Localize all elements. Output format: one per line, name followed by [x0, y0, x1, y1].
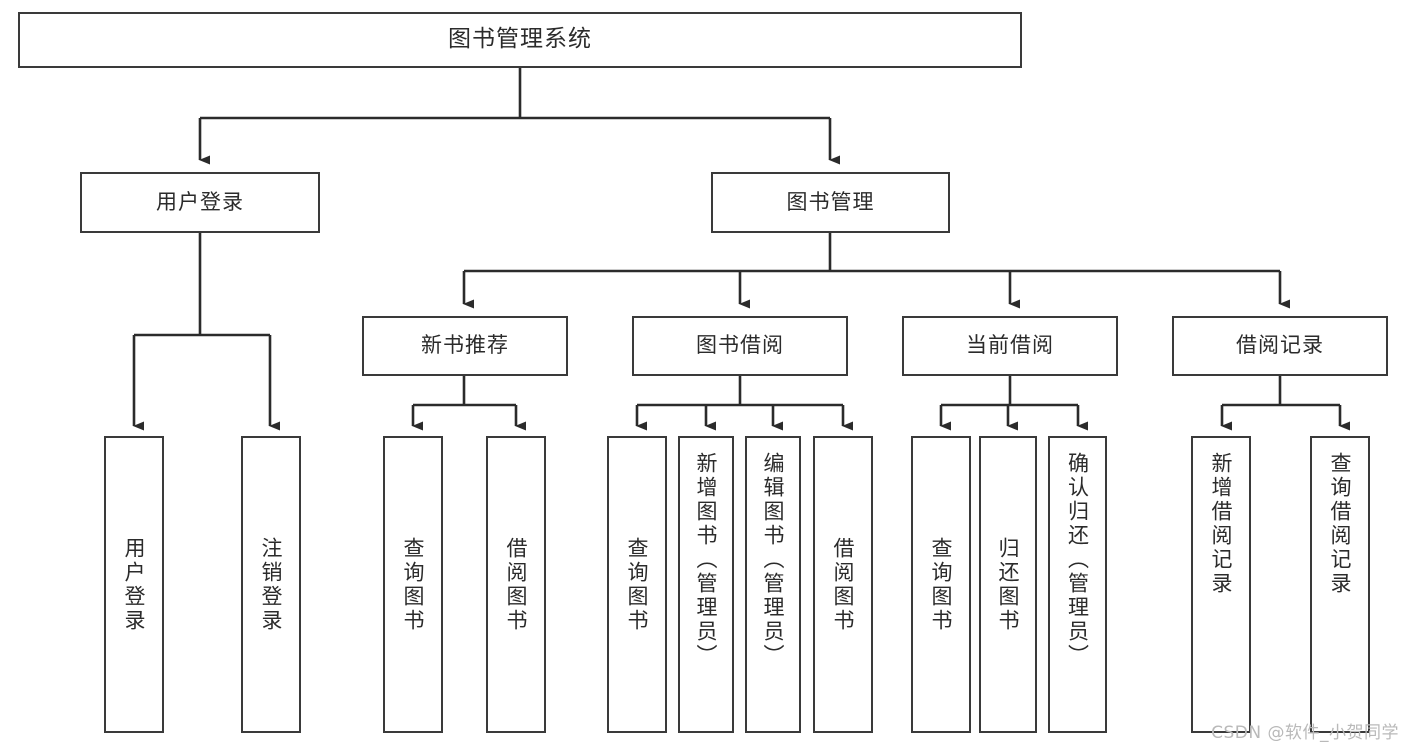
node-leaf-user-logout[interactable]: 注销登录 [241, 436, 301, 733]
node-label: 查询图书 [929, 536, 954, 633]
node-label: 图书借阅 [696, 333, 784, 358]
node-root-book-management-system[interactable]: 图书管理系统 [18, 12, 1022, 68]
node-label: 借阅图书 [831, 536, 856, 633]
node-label: 用户登录 [156, 189, 244, 214]
node-leaf-add-borrow-record[interactable]: 新增借阅记录 [1191, 436, 1251, 733]
node-label: 确认归还（管理员） [1065, 452, 1090, 668]
node-label: 新增图书（管理员） [694, 452, 719, 668]
node-label: 借阅记录 [1236, 333, 1324, 358]
node-label: 借阅图书 [504, 536, 529, 633]
node-borrowing-record[interactable]: 借阅记录 [1172, 316, 1388, 376]
node-label: 图书管理 [786, 189, 875, 214]
node-new-book-recommendation[interactable]: 新书推荐 [362, 316, 568, 376]
node-label: 图书管理系统 [448, 26, 592, 53]
node-user-login[interactable]: 用户登录 [80, 172, 320, 233]
node-leaf-query-borrow-record[interactable]: 查询借阅记录 [1310, 436, 1370, 733]
node-label: 查询图书 [401, 536, 426, 633]
node-leaf-return-book[interactable]: 归还图书 [979, 436, 1037, 733]
node-leaf-edit-book-admin[interactable]: 编辑图书（管理员） [745, 436, 801, 733]
node-label: 编辑图书（管理员） [761, 452, 786, 668]
node-leaf-add-book-admin[interactable]: 新增图书（管理员） [678, 436, 734, 733]
node-leaf-query-book-borrowing[interactable]: 查询图书 [607, 436, 667, 733]
node-leaf-query-book-recommendation[interactable]: 查询图书 [383, 436, 443, 733]
node-current-borrowing[interactable]: 当前借阅 [902, 316, 1118, 376]
node-book-management[interactable]: 图书管理 [711, 172, 950, 233]
node-label: 新书推荐 [421, 333, 509, 358]
node-label: 归还图书 [996, 536, 1021, 633]
node-leaf-confirm-return-admin[interactable]: 确认归还（管理员） [1048, 436, 1107, 733]
node-leaf-borrow-book-borrowing[interactable]: 借阅图书 [813, 436, 873, 733]
node-leaf-borrow-book-recommendation[interactable]: 借阅图书 [486, 436, 546, 733]
node-label: 当前借阅 [966, 333, 1054, 358]
node-leaf-query-book-current[interactable]: 查询图书 [911, 436, 971, 733]
node-book-borrowing[interactable]: 图书借阅 [632, 316, 848, 376]
watermark-text: CSDN @软件_小贺同学 [1211, 723, 1399, 743]
node-label: 用户登录 [122, 536, 147, 633]
node-label: 查询图书 [625, 536, 650, 633]
node-label: 新增借阅记录 [1209, 452, 1234, 596]
node-leaf-user-login[interactable]: 用户登录 [104, 436, 164, 733]
node-label: 注销登录 [259, 536, 284, 633]
node-label: 查询借阅记录 [1328, 452, 1353, 596]
